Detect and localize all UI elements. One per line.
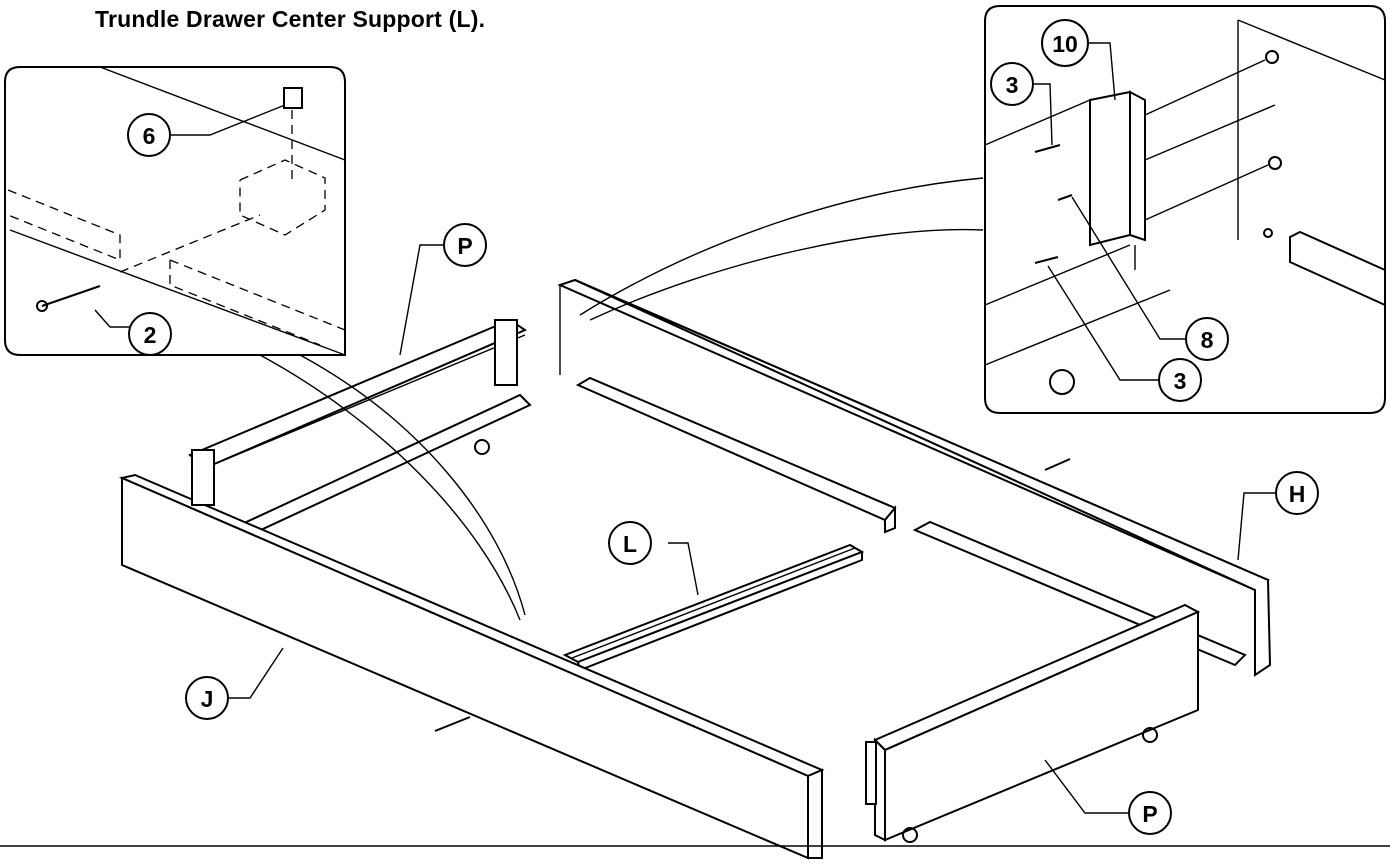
- callout-l-label: L: [623, 531, 637, 557]
- leader-lines: [94, 42, 1276, 814]
- right-detail-view: [984, 5, 1386, 414]
- callout-2: 2: [128, 312, 172, 356]
- callout-6-label: 6: [143, 123, 156, 149]
- callout-p-top: P: [443, 223, 487, 267]
- callout-j-label: J: [201, 686, 214, 712]
- callout-10-label: 10: [1052, 31, 1078, 57]
- left-detail-view: [4, 66, 346, 356]
- callout-p-top-label: P: [457, 233, 472, 259]
- callout-2-label: 2: [144, 322, 157, 348]
- bracket-10: [1089, 90, 1131, 247]
- callout-6: 6: [127, 113, 171, 157]
- callout-8-label: 8: [1201, 327, 1214, 353]
- callout-j: J: [185, 676, 229, 720]
- detail-frame-right: [984, 5, 1386, 414]
- callout-3-lower-label: 3: [1174, 368, 1187, 394]
- drawer-assembly: [118, 177, 1272, 860]
- callout-3-lower: 3: [1158, 358, 1202, 402]
- callout-8: 8: [1185, 317, 1229, 361]
- detail-frame-left: [4, 66, 346, 356]
- callout-3-upper: 3: [990, 62, 1034, 106]
- callout-3-upper-label: 3: [1006, 72, 1019, 98]
- front-panel-j-face: [121, 476, 809, 860]
- front-panel-j: [118, 473, 825, 778]
- instruction-title: Trundle Drawer Center Support (L).: [95, 6, 486, 32]
- callout-p-bottom: P: [1128, 791, 1172, 835]
- callout-10: 10: [1041, 19, 1089, 67]
- callout-l: L: [608, 521, 652, 565]
- callout-h: H: [1275, 471, 1319, 515]
- callout-p-bottom-label: P: [1142, 801, 1157, 827]
- callout-h-label: H: [1289, 481, 1306, 507]
